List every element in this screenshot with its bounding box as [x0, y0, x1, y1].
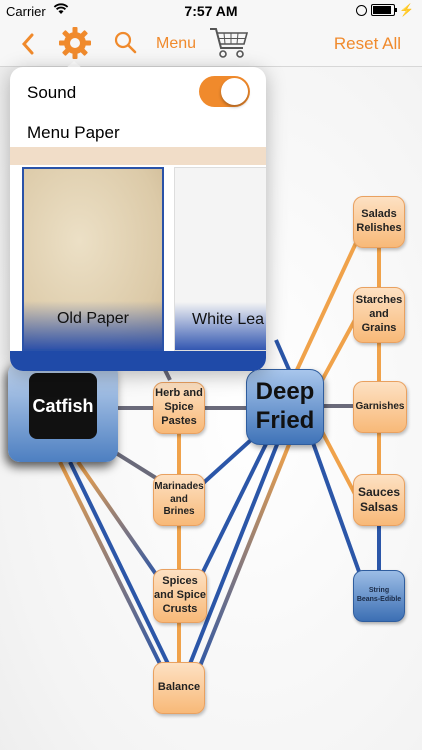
clock: 7:57 AM — [184, 3, 238, 19]
alarm-icon — [356, 4, 368, 16]
link-deepfried-balance-2 — [194, 441, 292, 677]
link-catfish-balance-2 — [68, 461, 174, 673]
battery-icon — [371, 4, 398, 16]
sound-toggle[interactable] — [199, 76, 250, 107]
balance-label: Balance — [157, 681, 201, 694]
catfish-label: Catfish — [29, 373, 97, 439]
garnishes-label: Garnishes — [355, 400, 405, 412]
sound-label: Sound — [27, 83, 77, 102]
swatch-fade — [24, 301, 162, 349]
link-catfish-spices — [76, 460, 162, 582]
link-deepfried-top — [274, 339, 292, 373]
swatch-fade — [175, 302, 266, 350]
search-icon[interactable] — [113, 30, 139, 56]
link-deepfried-starches — [318, 317, 358, 385]
link-deepfried-salads — [294, 229, 364, 373]
balance-node[interactable]: Balance — [153, 662, 205, 714]
charging-icon: ⚡ — [399, 3, 414, 17]
carrier-label: Carrier — [6, 4, 46, 19]
reset-all-button[interactable]: Reset All — [333, 34, 401, 53]
link-deepfried-spices — [194, 439, 270, 587]
status-bar: Carrier 7:57 AM ⚡ — [0, 0, 422, 22]
popover-arrow — [65, 61, 83, 69]
link-deepfried-balance-1 — [184, 441, 280, 675]
garnishes-node[interactable]: Garnishes — [353, 381, 407, 433]
link-deepfried-sauces — [316, 423, 358, 497]
wifi-icon — [53, 3, 69, 18]
battery-level — [373, 6, 392, 14]
shopping-cart-icon[interactable] — [208, 26, 250, 60]
paper-option-old-paper[interactable]: Old Paper — [22, 167, 164, 351]
settings-popover: Sound Menu Paper Old Paper White Lea — [10, 67, 266, 371]
paper-option-white[interactable]: White Lea — [174, 167, 266, 351]
link-deepfried-stringbeans — [310, 439, 364, 581]
menu-paper-label: Menu Paper — [27, 123, 120, 142]
catfish-node[interactable]: Catfish — [8, 362, 118, 462]
paper-option-label: Old Paper — [56, 310, 130, 327]
popover-footer-band — [10, 351, 266, 371]
gear-icon[interactable] — [57, 25, 93, 61]
nav-bar: Menu Reset All — [0, 22, 422, 67]
toggle-knob — [221, 78, 248, 105]
menu-button[interactable]: Menu — [156, 35, 197, 52]
status-right: ⚡ — [356, 3, 414, 17]
back-chevron-icon[interactable] — [14, 29, 44, 59]
paper-option-label: White Lea — [192, 311, 265, 328]
link-catfish-balance-1 — [58, 461, 165, 671]
